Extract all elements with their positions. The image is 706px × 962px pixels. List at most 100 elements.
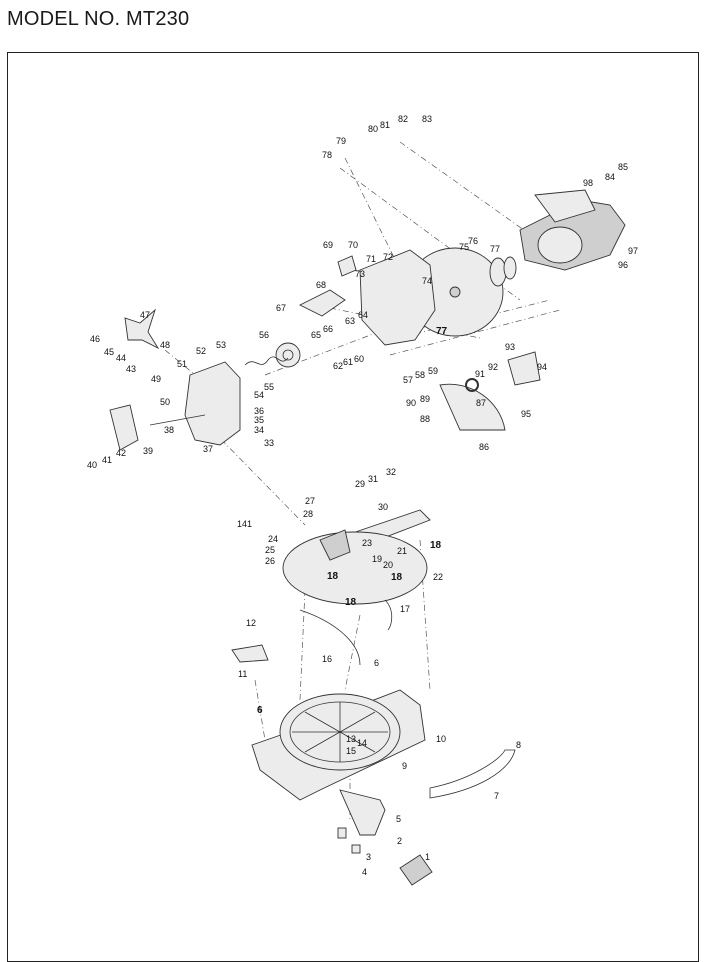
part-number-label-75: 75 bbox=[459, 242, 469, 252]
part-number-label-76: 76 bbox=[468, 236, 478, 246]
part-number-label-98: 98 bbox=[583, 178, 593, 188]
part-number-label-69: 69 bbox=[323, 240, 333, 250]
part-number-label-9: 9 bbox=[402, 761, 407, 771]
part-number-label-79: 79 bbox=[336, 136, 346, 146]
part-number-label-8: 8 bbox=[516, 740, 521, 750]
part-number-label-31: 31 bbox=[368, 474, 378, 484]
part-number-label-87: 87 bbox=[476, 398, 486, 408]
part-number-label-34: 34 bbox=[254, 425, 264, 435]
part-number-label-10: 10 bbox=[436, 734, 446, 744]
part-number-label-57: 57 bbox=[403, 375, 413, 385]
part-number-label-81: 81 bbox=[380, 120, 390, 130]
part-number-label-38: 38 bbox=[164, 425, 174, 435]
part-number-label-42: 42 bbox=[116, 448, 126, 458]
arbor-and-motor-group bbox=[109, 189, 626, 451]
part-number-label-95: 95 bbox=[521, 409, 531, 419]
part-number-label-18b: 18 bbox=[327, 571, 339, 582]
part-number-label-11: 11 bbox=[238, 669, 247, 679]
part-number-label-91: 91 bbox=[475, 369, 485, 379]
part-number-label-64: 64 bbox=[358, 310, 368, 320]
part-number-label-30: 30 bbox=[378, 502, 388, 512]
part-number-label-21: 21 bbox=[397, 546, 407, 556]
part-number-label-2: 2 bbox=[397, 836, 402, 846]
part-number-label-51: 51 bbox=[177, 359, 187, 369]
part-number-label-15: 15 bbox=[346, 746, 356, 756]
part-number-label-49: 49 bbox=[151, 374, 161, 384]
part-number-label-93: 93 bbox=[505, 342, 515, 352]
part-number-label-3: 3 bbox=[366, 852, 371, 862]
part-number-label-28: 28 bbox=[303, 509, 313, 519]
part-number-label-25: 25 bbox=[265, 545, 275, 555]
part-number-label-62: 62 bbox=[333, 361, 343, 371]
part-number-label-13: 13 bbox=[346, 734, 356, 744]
part-number-label-44: 44 bbox=[116, 353, 126, 363]
part-number-label-85: 85 bbox=[618, 162, 628, 172]
part-number-label-22: 22 bbox=[433, 572, 443, 582]
part-number-label-74: 74 bbox=[422, 276, 432, 286]
part-number-label-46: 46 bbox=[90, 334, 100, 344]
part-number-label-71: 71 bbox=[366, 254, 376, 264]
part-number-label-4: 4 bbox=[362, 867, 367, 877]
part-number-label-6a: 6 bbox=[374, 658, 379, 668]
part-number-label-5: 5 bbox=[396, 814, 401, 824]
part-number-label-63: 63 bbox=[345, 316, 355, 326]
part-number-label-54: 54 bbox=[254, 390, 264, 400]
part-number-label-33: 33 bbox=[264, 438, 274, 448]
part-number-label-18d: 18 bbox=[345, 597, 357, 608]
part-number-label-58: 58 bbox=[415, 370, 425, 380]
part-number-label-86: 86 bbox=[479, 442, 489, 452]
part-number-label-40: 40 bbox=[87, 460, 97, 470]
part-number-label-90: 90 bbox=[406, 398, 416, 408]
part-number-label-72: 72 bbox=[383, 252, 393, 262]
part-number-label-6b: 6 bbox=[257, 705, 263, 716]
part-number-label-43: 43 bbox=[126, 364, 136, 374]
part-number-label-65: 65 bbox=[311, 330, 321, 340]
part-number-label-56: 56 bbox=[259, 330, 269, 340]
part-number-label-17: 17 bbox=[400, 604, 410, 614]
table-and-base-group bbox=[231, 509, 516, 886]
part-number-label-26: 26 bbox=[265, 556, 275, 566]
part-number-label-18c: 18 bbox=[391, 572, 403, 583]
part-number-label-55: 55 bbox=[264, 382, 274, 392]
part-number-label-68: 68 bbox=[316, 280, 326, 290]
part-number-label-52: 52 bbox=[196, 346, 206, 356]
part-number-label-16: 16 bbox=[322, 654, 332, 664]
part-number-label-32: 32 bbox=[386, 467, 396, 477]
part-number-label-14: 14 bbox=[357, 738, 367, 748]
part-number-label-19: 19 bbox=[372, 554, 382, 564]
part-number-label-53: 53 bbox=[216, 340, 226, 350]
part-number-label-41: 41 bbox=[102, 455, 112, 465]
part-number-label-84: 84 bbox=[605, 172, 615, 182]
part-number-label-1: 1 bbox=[425, 852, 430, 862]
part-number-label-80: 80 bbox=[368, 124, 378, 134]
part-number-label-77a: 77 bbox=[490, 244, 500, 254]
part-number-label-97: 97 bbox=[628, 246, 638, 256]
page-title: MODEL NO. MT230 bbox=[7, 8, 190, 30]
part-number-label-77b: 77 bbox=[436, 326, 448, 337]
part-number-label-7: 7 bbox=[494, 791, 499, 801]
part-number-label-39: 39 bbox=[143, 446, 153, 456]
part-number-label-94: 94 bbox=[537, 362, 547, 372]
part-number-label-67: 67 bbox=[276, 303, 286, 313]
part-number-label-88: 88 bbox=[420, 414, 430, 424]
part-number-label-36: 36 bbox=[254, 406, 264, 416]
part-number-label-12: 12 bbox=[246, 618, 256, 628]
part-number-label-20: 20 bbox=[383, 560, 393, 570]
part-number-label-141: 141 bbox=[237, 519, 252, 529]
part-number-label-29: 29 bbox=[355, 479, 365, 489]
part-number-label-82: 82 bbox=[398, 114, 408, 124]
part-number-label-89: 89 bbox=[420, 394, 430, 404]
part-number-label-92: 92 bbox=[488, 362, 498, 372]
part-number-label-59: 59 bbox=[428, 366, 438, 376]
part-number-label-23: 23 bbox=[362, 538, 372, 548]
part-number-label-48: 48 bbox=[160, 340, 170, 350]
part-number-label-96: 96 bbox=[618, 260, 628, 270]
part-number-label-60: 60 bbox=[354, 354, 364, 364]
part-number-label-50: 50 bbox=[160, 397, 170, 407]
part-number-label-24: 24 bbox=[268, 534, 278, 544]
part-number-label-18a: 18 bbox=[430, 540, 442, 551]
part-number-label-66: 66 bbox=[323, 324, 333, 334]
part-number-label-78: 78 bbox=[322, 150, 332, 160]
